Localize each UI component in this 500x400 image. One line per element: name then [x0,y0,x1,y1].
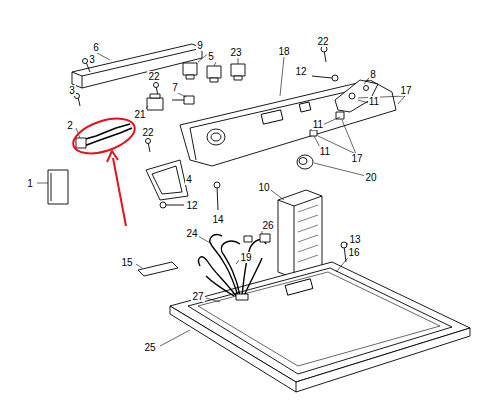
callout-number: 17 [399,85,412,96]
callout-number: 7 [171,82,179,93]
callout-number: 22 [141,127,154,138]
callout-number: 8 [369,69,377,80]
callout-number: 5 [207,51,215,62]
callout-number: 22 [147,71,160,82]
callout-number: 15 [120,257,133,268]
callout-number: 3 [68,85,76,96]
callout-number: 11 [312,119,324,130]
callout-number: 16 [347,247,360,258]
callout-number: 4 [185,174,193,185]
callout-number: 3 [88,54,96,65]
callout-number: 12 [294,66,307,77]
callout-number: 21 [133,109,146,120]
callout-number: 27 [191,291,204,302]
callout-number: 10 [257,182,270,193]
callout-number: 18 [277,46,290,57]
callout-number: 17 [350,153,363,164]
callout-number: 14 [211,214,224,225]
callout-number: 13 [348,234,361,245]
callout-number: 20 [364,172,377,183]
callout-number: 22 [316,36,329,47]
callout-number: 11 [319,146,331,157]
callout-number: 23 [229,47,242,58]
callout-number: 25 [143,342,156,353]
callout-number: 2 [66,120,74,131]
callout-number: 24 [185,228,198,239]
callout-number: 26 [261,220,274,231]
callout-number: 12 [185,200,198,211]
callout-number: 9 [196,40,204,51]
callout-number: 6 [92,42,100,53]
callout-number: 19 [239,252,252,263]
callout-number: 1 [26,178,34,189]
callout-number: 11 [368,96,380,107]
